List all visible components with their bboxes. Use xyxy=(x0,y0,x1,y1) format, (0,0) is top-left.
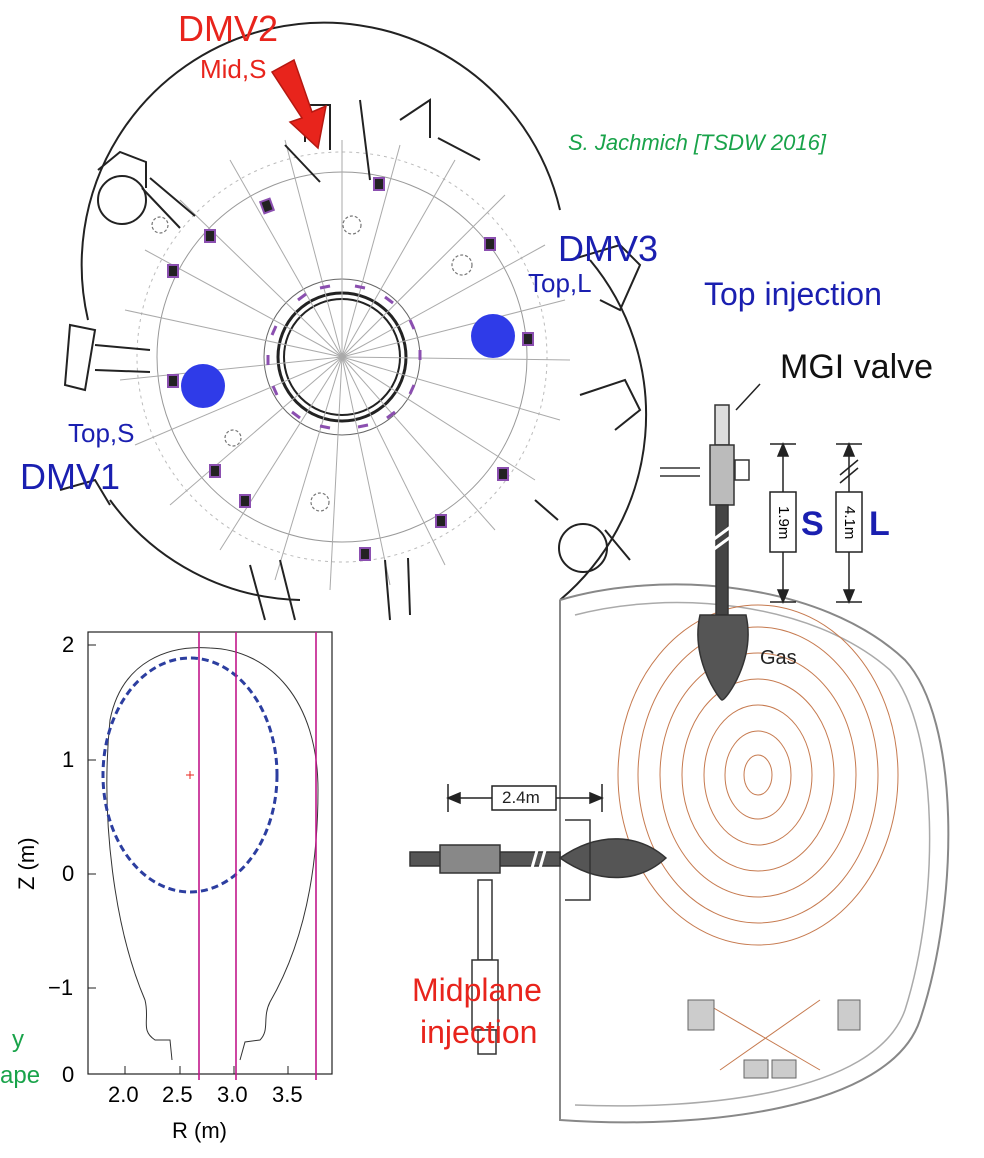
left-cut-text-2: ape xyxy=(0,1062,41,1089)
x-axis-label: R (m) xyxy=(172,1118,227,1143)
ytick-label: 0 xyxy=(62,861,75,886)
dmv1-location-label: Top,S xyxy=(68,418,135,448)
dmv1-label: DMV1 xyxy=(20,456,121,497)
s-label: S xyxy=(801,505,824,543)
ytick-label: 2 xyxy=(62,632,75,657)
inner-port-markers xyxy=(266,284,422,430)
ytick-label: −1 xyxy=(48,975,74,1000)
poloidal-plot xyxy=(87,631,333,1080)
xtick-label: 3.0 xyxy=(217,1082,248,1107)
s-length-label: 1.9m xyxy=(775,506,792,540)
midplane-label-line1: Midplane xyxy=(412,972,542,1008)
credit-text: S. Jachmich [TSDW 2016] xyxy=(568,130,826,155)
down-arrow-icon xyxy=(270,58,328,150)
diagnostic-symbols xyxy=(151,215,473,512)
ytick-label: 0 xyxy=(62,1062,75,1087)
injection-disk-icon xyxy=(471,314,515,358)
dmv3-label: DMV3 xyxy=(558,228,659,269)
xtick-label: 2.0 xyxy=(108,1082,139,1107)
xtick-label: 3.5 xyxy=(272,1082,303,1107)
outer-port-blocks xyxy=(167,177,534,561)
l-length-label: 4.1m xyxy=(841,506,858,540)
mgi-valve-label: MGI valve xyxy=(780,348,934,386)
midplane-length-label: 2.4m xyxy=(502,788,540,807)
injection-disk-icon xyxy=(181,364,225,408)
midplane-label-line2: injection xyxy=(420,1014,538,1050)
poloidal-cross-section xyxy=(409,383,950,1124)
left-cut-text-1: y xyxy=(12,1026,24,1053)
top-injection-label: Top injection xyxy=(704,276,882,312)
radial-spokes xyxy=(119,139,571,591)
port-structures xyxy=(59,98,642,621)
gas-label: Gas xyxy=(760,647,797,669)
dmv2-location-label: Mid,S xyxy=(200,54,267,84)
dmv3-location-label: Top,L xyxy=(528,268,592,298)
dmv2-label: DMV2 xyxy=(178,8,279,49)
xtick-label: 2.5 xyxy=(162,1082,193,1107)
y-axis-label: Z (m) xyxy=(14,837,39,890)
ytick-label: 1 xyxy=(62,747,75,772)
vessel-top-view xyxy=(80,21,648,601)
l-label: L xyxy=(869,505,890,543)
